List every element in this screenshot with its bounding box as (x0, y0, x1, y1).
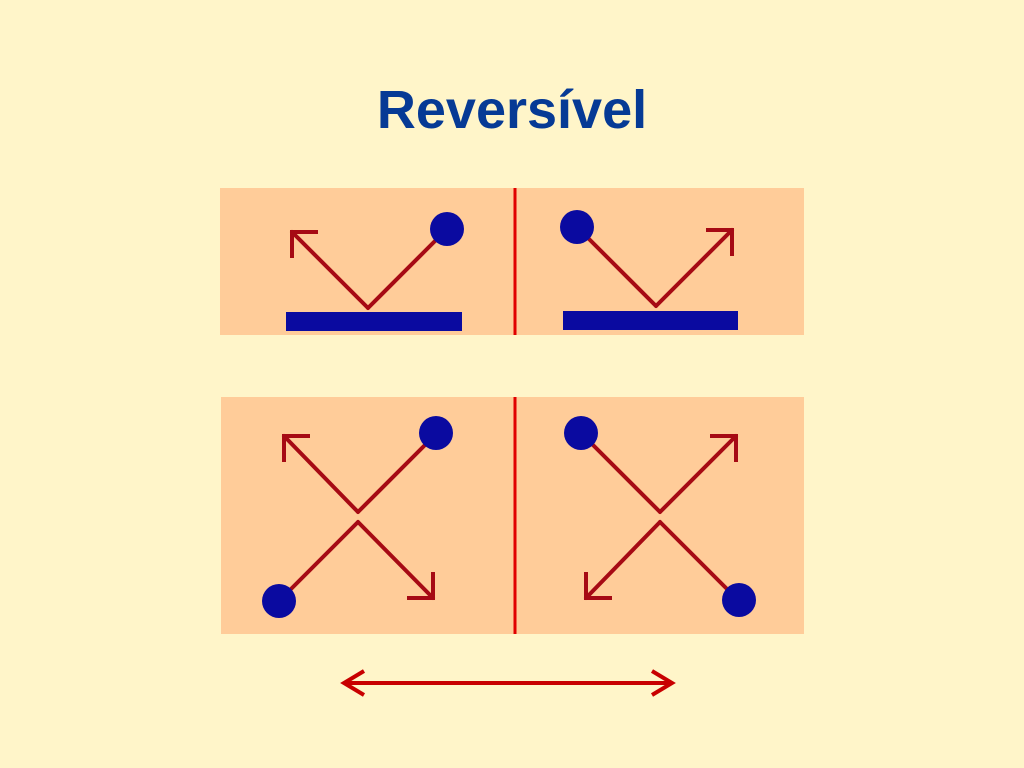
particle-icon (262, 584, 296, 618)
particle-icon (564, 416, 598, 450)
trajectory-outgoing (584, 520, 662, 600)
trajectory-incoming (658, 520, 740, 602)
particle-icon (722, 583, 756, 617)
arrow-head (710, 434, 738, 462)
surface-bar (563, 311, 738, 330)
trajectory-incoming (278, 520, 360, 602)
trajectory-outgoing (290, 230, 370, 310)
arrow-head (282, 434, 310, 462)
collision-panel (221, 397, 804, 634)
reflection-panel (220, 188, 804, 335)
trajectory-incoming (366, 228, 448, 310)
double-arrow-icon (340, 669, 676, 697)
surface-bar (286, 312, 462, 331)
collision-right (564, 416, 756, 617)
arrow-head (706, 228, 734, 256)
trajectory-outgoing (356, 520, 435, 600)
trajectory-incoming (576, 226, 658, 308)
arrow-head (407, 572, 435, 600)
trajectory-incoming (356, 432, 438, 514)
trajectory-incoming (580, 432, 662, 514)
trajectory-outgoing (654, 228, 734, 308)
particle-icon (419, 416, 453, 450)
reflection-right (560, 210, 738, 330)
collision-left (262, 416, 453, 618)
trajectory-outgoing (282, 434, 360, 514)
particle-icon (560, 210, 594, 244)
slide-title: Reversível (376, 80, 648, 140)
trajectory-outgoing (658, 434, 738, 514)
particle-icon (430, 212, 464, 246)
reflection-left (286, 212, 464, 331)
arrow-head (584, 572, 612, 600)
arrow-head (290, 230, 318, 258)
